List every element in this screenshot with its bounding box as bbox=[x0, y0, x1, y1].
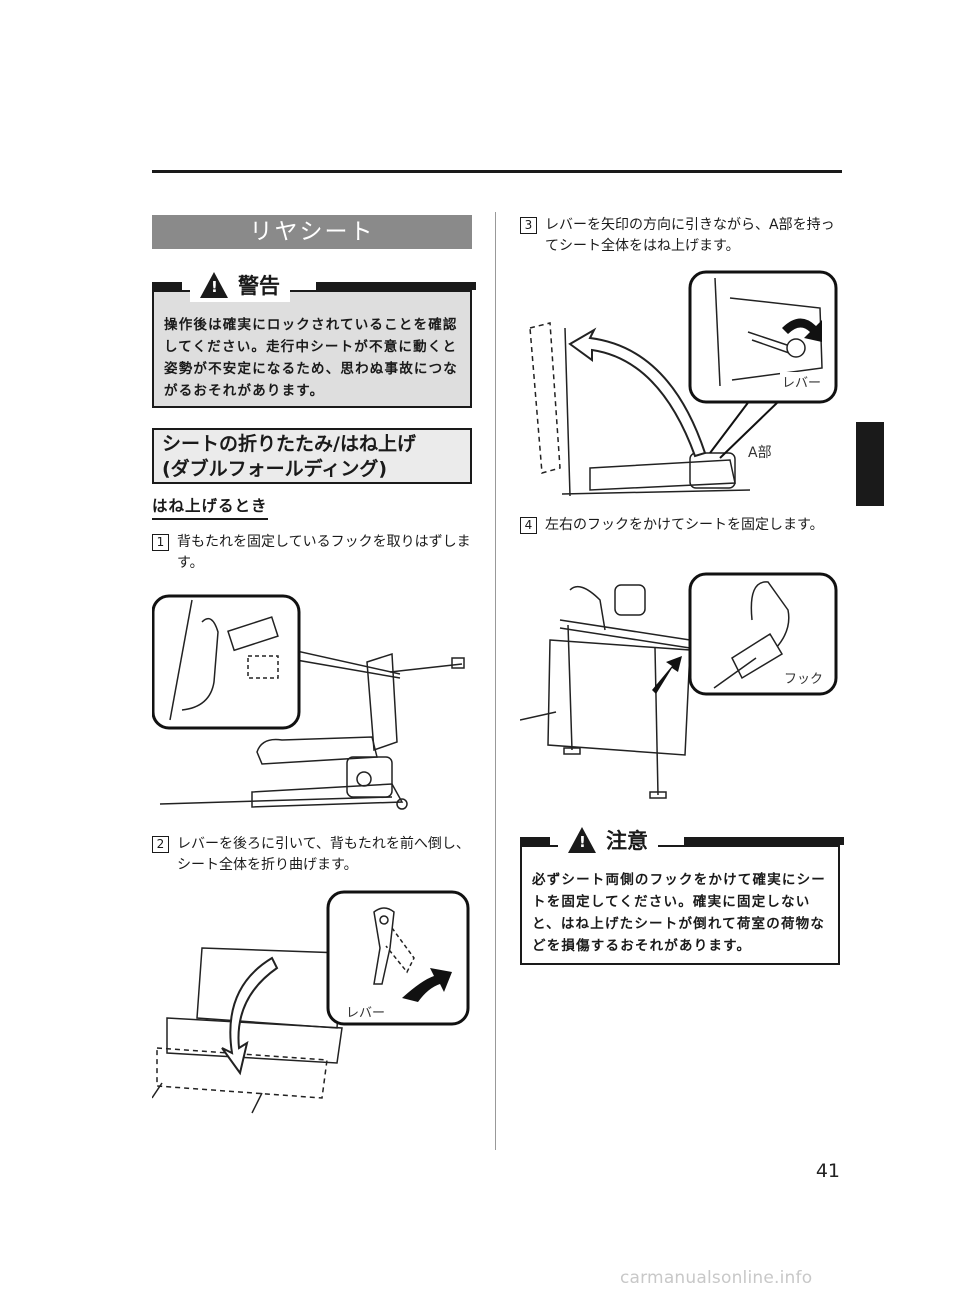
warning-header: 警告 bbox=[190, 268, 290, 302]
step-4: 4 左右のフックをかけてシートを固定します。 bbox=[520, 515, 840, 536]
seat-leg-right bbox=[251, 1092, 263, 1114]
figure-2-drawing bbox=[152, 890, 470, 1114]
figure-4-hook-secure: フック bbox=[520, 570, 840, 805]
figure-1-hook-release bbox=[152, 594, 465, 810]
support-leg-left bbox=[567, 624, 573, 751]
warning-title: 警告 bbox=[238, 274, 280, 298]
caution-box: 注意 必ずシート両側のフックをかけて確実にシートを固定してください。確実に固定し… bbox=[520, 823, 844, 965]
seat-cushion-folded bbox=[589, 459, 736, 491]
hook-loop bbox=[750, 581, 790, 649]
step-number: 4 bbox=[520, 517, 537, 534]
pillar-line bbox=[169, 599, 193, 721]
tip-up-arrow bbox=[568, 327, 707, 458]
lever-handle bbox=[373, 907, 395, 985]
column-divider bbox=[495, 212, 496, 1150]
headrest bbox=[614, 584, 646, 616]
fold-arrow bbox=[221, 956, 279, 1076]
step-3: 3 レバーを矢印の方向に引きながら、A部を持ってシート全体をはね上げます。 bbox=[520, 215, 840, 257]
support-leg-right bbox=[654, 647, 659, 796]
raised-seat-outline bbox=[529, 322, 561, 474]
caution-bar-right bbox=[684, 837, 844, 845]
caution-body: 必ずシート両側のフックをかけて確実にシートを固定してください。確実に固定しないと… bbox=[532, 872, 826, 954]
caution-title: 注意 bbox=[606, 829, 648, 853]
hook-label: フック bbox=[782, 668, 826, 687]
warning-icon bbox=[200, 272, 228, 298]
seat-cushion bbox=[166, 1017, 343, 1064]
step-number: 1 bbox=[152, 534, 169, 551]
procedure-heading: はね上げるとき bbox=[152, 494, 268, 520]
lever-shaft bbox=[747, 331, 793, 355]
step-text: レバーを後ろに引いて、背もたれを前へ倒し、シート全体を折り曲げます。 bbox=[177, 836, 470, 873]
pointer-arrow-icon bbox=[652, 656, 682, 694]
chapter-thumb-tab bbox=[856, 422, 884, 506]
step-text: 左右のフックをかけてシートを固定します。 bbox=[545, 517, 824, 533]
lever-pulled-outline bbox=[385, 927, 415, 974]
top-rule bbox=[152, 170, 842, 173]
hook-latch bbox=[227, 616, 279, 652]
floor-line bbox=[159, 796, 393, 805]
step-number: 3 bbox=[520, 217, 537, 234]
foot-right bbox=[649, 791, 667, 799]
seat-base bbox=[251, 783, 404, 808]
page-number: 41 bbox=[815, 1160, 840, 1182]
strut-end bbox=[451, 657, 465, 669]
latch-outline bbox=[247, 655, 279, 679]
step-1: 1 背もたれを固定しているフックを取りはずします。 bbox=[152, 532, 472, 574]
caution-header: 注意 bbox=[558, 823, 658, 857]
seat-cushion bbox=[256, 736, 378, 765]
roller-wheel bbox=[396, 798, 408, 810]
part-a-label: A部 bbox=[746, 442, 774, 462]
warning-body: 操作後は確実にロックされていることを確認してください。走行中シートが不意に動くと… bbox=[164, 317, 458, 399]
step-text: 背もたれを固定しているフックを取りはずします。 bbox=[177, 534, 471, 571]
lever-pivot bbox=[356, 771, 372, 787]
frame-line bbox=[714, 277, 721, 387]
seat-back-top bbox=[569, 585, 606, 631]
upright-line bbox=[564, 327, 571, 497]
callout-line-a bbox=[559, 619, 691, 641]
strap-line bbox=[713, 657, 757, 689]
lever-bracket bbox=[346, 756, 393, 798]
foot-left bbox=[563, 747, 581, 755]
lever-hole bbox=[379, 915, 389, 925]
subsection-title-line1: シートの折りたたみ/はね上げ bbox=[162, 433, 416, 455]
section-title: リヤシート bbox=[152, 215, 472, 249]
callout-line-a bbox=[709, 399, 751, 454]
warning-bar-left bbox=[152, 282, 182, 290]
subsection-title-line2: (ダブルフォールディング) bbox=[162, 458, 388, 480]
watermark-text: carmanualsonline.info bbox=[620, 1268, 813, 1288]
detail-inset bbox=[688, 572, 838, 696]
rotate-arrow-icon bbox=[782, 318, 822, 342]
warning-bar-right bbox=[316, 282, 476, 290]
figure-3-tip-up: レバー A部 bbox=[520, 268, 840, 500]
detail-inset bbox=[326, 890, 470, 1026]
floor-rail bbox=[561, 489, 751, 495]
floor-edge bbox=[520, 711, 557, 721]
caution-icon bbox=[568, 827, 596, 853]
step-text: レバーを矢印の方向に引きながら、A部を持ってシート全体をはね上げます。 bbox=[545, 217, 835, 254]
detail-inset bbox=[152, 594, 301, 730]
lever-label: レバー bbox=[344, 1002, 388, 1021]
subsection-heading: シートの折りたたみ/はね上げ (ダブルフォールディング) bbox=[152, 428, 472, 484]
pull-arrow-icon bbox=[402, 968, 452, 1002]
step-2: 2 レバーを後ろに引いて、背もたれを前へ倒し、シート全体を折り曲げます。 bbox=[152, 834, 472, 876]
warning-box: 警告 操作後は確実にロックされていることを確認してください。走行中シートが不意に… bbox=[152, 268, 476, 408]
hook-bar bbox=[181, 617, 219, 711]
lever-knob bbox=[786, 338, 806, 358]
caution-bar-left bbox=[520, 837, 550, 845]
strut-rod bbox=[389, 663, 463, 673]
folded-seat-outline bbox=[156, 1047, 328, 1099]
seat-back bbox=[366, 652, 398, 752]
seat-leg-left bbox=[152, 1082, 163, 1099]
seat-underside bbox=[547, 639, 691, 756]
figure-2-fold-forward: レバー bbox=[152, 888, 472, 1133]
step-number: 2 bbox=[152, 836, 169, 853]
figure-3-drawing bbox=[529, 270, 838, 497]
callout-line-b bbox=[559, 627, 691, 649]
figure-4-drawing bbox=[520, 572, 838, 799]
callout-line-b bbox=[719, 399, 781, 459]
part-a-bracket bbox=[689, 452, 736, 489]
lever-label: レバー bbox=[780, 372, 824, 391]
